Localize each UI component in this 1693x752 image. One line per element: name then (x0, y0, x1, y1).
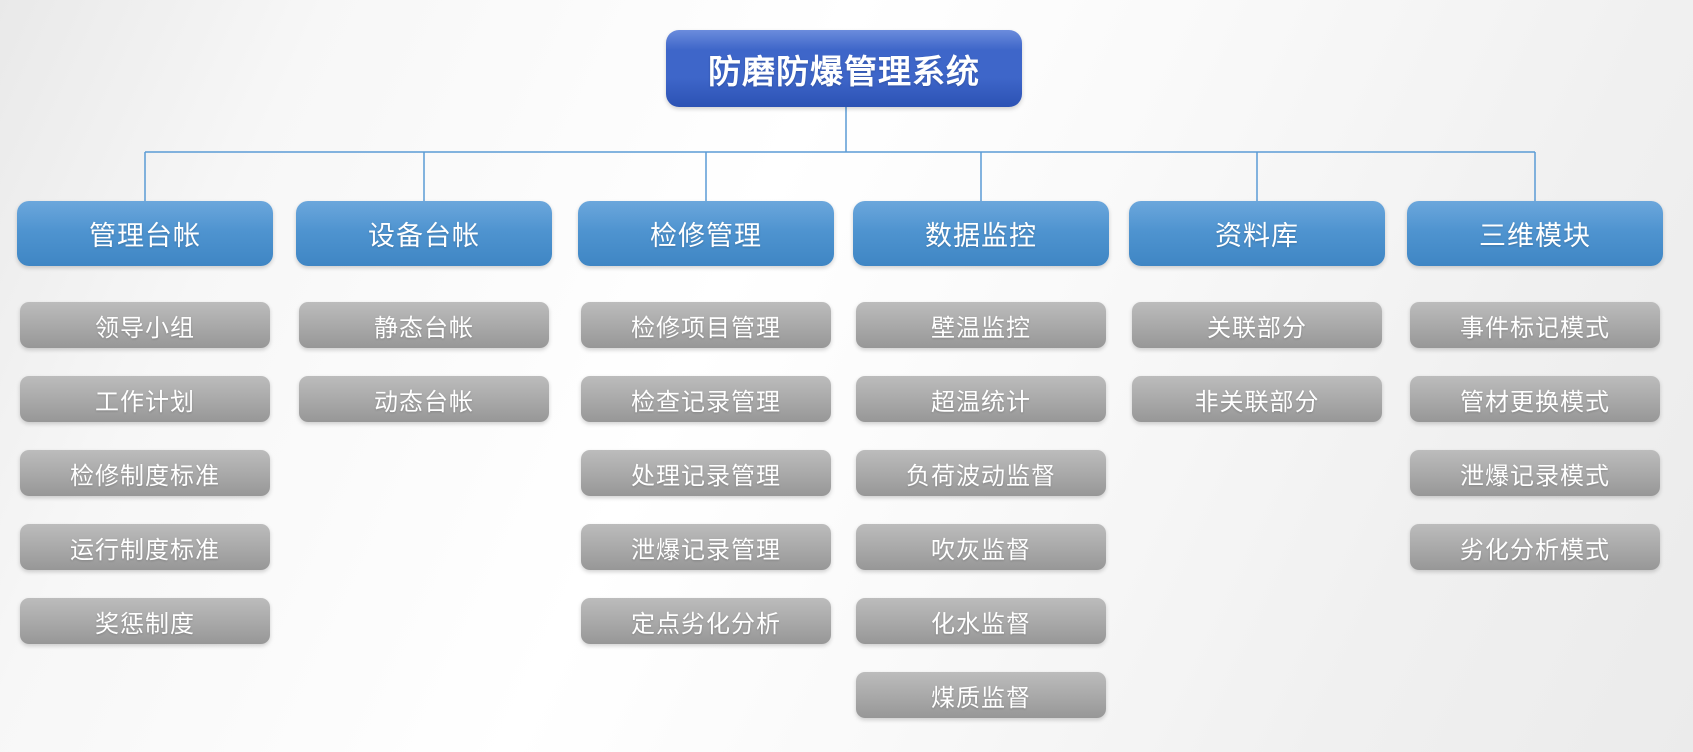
leaf-node: 化水监督 (856, 598, 1106, 644)
leaf-node: 管材更换模式 (1410, 376, 1660, 422)
leaf-node: 泄爆记录模式 (1410, 450, 1660, 496)
leaf-node: 吹灰监督 (856, 524, 1106, 570)
leaf-node: 非关联部分 (1132, 376, 1382, 422)
leaf-node: 定点劣化分析 (581, 598, 831, 644)
branch-node: 检修管理 (578, 201, 834, 266)
branch-node: 管理台帐 (17, 201, 273, 266)
leaf-node: 动态台帐 (299, 376, 549, 422)
leaf-node: 领导小组 (20, 302, 270, 348)
leaf-node: 负荷波动监督 (856, 450, 1106, 496)
branch-node: 数据监控 (853, 201, 1109, 266)
branch-column: 设备台帐 静态台帐 动态台帐 (296, 201, 552, 752)
leaf-node: 静态台帐 (299, 302, 549, 348)
leaf-node: 事件标记模式 (1410, 302, 1660, 348)
branch-column: 三维模块 事件标记模式 管材更换模式 泄爆记录模式 劣化分析模式 (1407, 201, 1663, 752)
branch-drop-lines (144, 152, 1536, 201)
branch-column: 管理台帐 领导小组 工作计划 检修制度标准 运行制度标准 奖惩制度 (17, 201, 273, 752)
root-node: 防磨防爆管理系统 (666, 30, 1022, 107)
leaf-node: 检查记录管理 (581, 376, 831, 422)
leaf-node: 煤质监督 (856, 672, 1106, 718)
leaf-node: 超温统计 (856, 376, 1106, 422)
leaf-node: 壁温监控 (856, 302, 1106, 348)
connector-group (144, 107, 1536, 201)
leaf-node: 处理记录管理 (581, 450, 831, 496)
leaf-node: 运行制度标准 (20, 524, 270, 570)
branch-node: 三维模块 (1407, 201, 1663, 266)
leaf-node: 检修制度标准 (20, 450, 270, 496)
leaf-node: 奖惩制度 (20, 598, 270, 644)
branch-node: 资料库 (1129, 201, 1385, 266)
leaf-node: 工作计划 (20, 376, 270, 422)
leaf-node: 关联部分 (1132, 302, 1382, 348)
branch-column: 资料库 关联部分 非关联部分 (1129, 201, 1385, 752)
branch-column: 数据监控 壁温监控 超温统计 负荷波动监督 吹灰监督 化水监督 煤质监督 (853, 201, 1109, 752)
branch-column: 检修管理 检修项目管理 检查记录管理 处理记录管理 泄爆记录管理 定点劣化分析 (578, 201, 834, 752)
leaf-node: 劣化分析模式 (1410, 524, 1660, 570)
leaf-node: 检修项目管理 (581, 302, 831, 348)
leaf-node: 泄爆记录管理 (581, 524, 831, 570)
branch-node: 设备台帐 (296, 201, 552, 266)
